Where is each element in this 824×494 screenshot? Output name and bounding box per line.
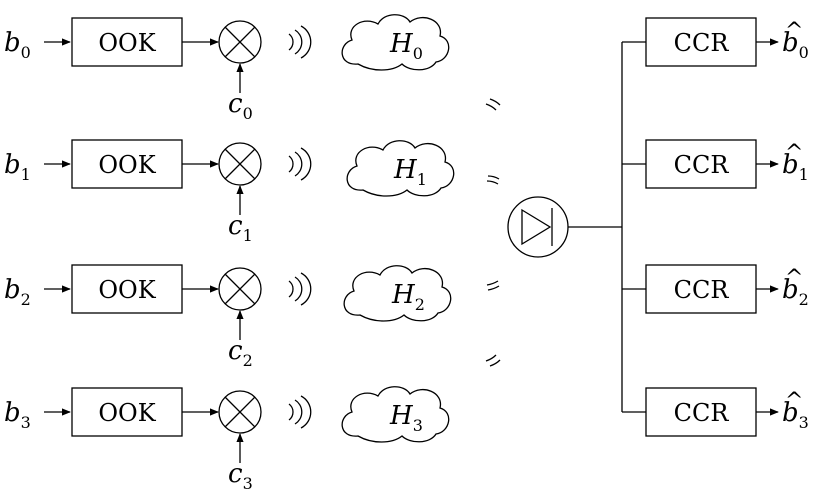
channel-h0: H0 <box>389 29 423 63</box>
code-c0: c0 <box>228 89 253 123</box>
hat-2: ^ <box>785 266 803 291</box>
input-b3: b3 <box>4 398 31 432</box>
ook-label-1: OOK <box>98 151 156 179</box>
mixer-icon-2 <box>218 267 262 311</box>
channel-h3: H3 <box>389 401 423 435</box>
rx-row-2: CCR b2 ^ <box>622 264 809 314</box>
ccr-block-1 <box>645 139 757 189</box>
ccr-label-1: CCR <box>674 151 730 179</box>
code-c3: c3 <box>228 459 253 493</box>
cloud-icon-1 <box>346 140 455 197</box>
channel-cloud-2: H2 <box>343 265 452 322</box>
ccr-block-0 <box>645 17 757 67</box>
channel-cloud-0: H0 <box>341 14 450 71</box>
ccr-label-2: CCR <box>674 276 730 304</box>
output-bhat2: b2 <box>782 275 809 309</box>
channel-cloud-1: H1 <box>346 140 455 197</box>
ook-block-1 <box>71 139 183 189</box>
incoming-light-icon-3 <box>485 354 501 367</box>
ook-label-3: OOK <box>98 399 156 427</box>
rx-row-3: CCR b3 ^ <box>622 387 809 437</box>
cloud-icon-2 <box>343 265 452 322</box>
input-b2: b2 <box>4 275 31 309</box>
ccr-block-2 <box>645 264 757 314</box>
hat-3: ^ <box>785 389 803 414</box>
tx-row-1: b1 OOK c1 <box>4 139 312 245</box>
hat-0: ^ <box>785 19 803 44</box>
mixer-icon-0 <box>218 20 262 64</box>
cloud-icon-3 <box>341 386 450 443</box>
channel-h1: H1 <box>393 155 427 189</box>
code-c1: c1 <box>228 211 253 245</box>
incoming-light-icon-2 <box>486 280 500 291</box>
output-bhat0: b0 <box>782 28 809 62</box>
mixer-icon-1 <box>218 142 262 186</box>
ook-block-3 <box>71 387 183 437</box>
emission-waves-icon-0 <box>288 25 312 59</box>
channel-cloud-3: H3 <box>341 386 450 443</box>
output-bhat1: b1 <box>782 150 809 184</box>
rx-row-0: CCR b0 ^ <box>622 17 809 67</box>
incoming-light-icon-1 <box>486 175 500 185</box>
mixer-icon-3 <box>218 390 262 434</box>
photodiode-icon <box>507 196 569 258</box>
emission-waves-icon-2 <box>288 272 312 306</box>
ook-block-2 <box>71 264 183 314</box>
channel-h2: H2 <box>391 280 425 314</box>
emission-waves-icon-1 <box>288 147 312 181</box>
input-b0: b0 <box>4 28 31 62</box>
emission-waves-icon-3 <box>288 395 312 429</box>
tx-row-3: b3 OOK c3 <box>4 387 312 493</box>
ccr-label-0: CCR <box>674 29 730 57</box>
hat-1: ^ <box>785 141 803 166</box>
code-c2: c2 <box>228 336 253 370</box>
cloud-icon-0 <box>341 14 450 71</box>
output-bhat3: b3 <box>782 398 809 432</box>
ook-label-2: OOK <box>98 276 156 304</box>
tx-row-2: b2 OOK c2 <box>4 264 312 370</box>
rx-row-1: CCR b1 ^ <box>622 139 809 189</box>
ccr-block-3 <box>645 387 757 437</box>
ccr-label-3: CCR <box>674 399 730 427</box>
incoming-light-icon-0 <box>485 98 501 111</box>
tx-row-0: b0 OOK c0 <box>4 17 312 123</box>
input-b1: b1 <box>4 150 31 184</box>
ook-label-0: OOK <box>98 29 156 57</box>
